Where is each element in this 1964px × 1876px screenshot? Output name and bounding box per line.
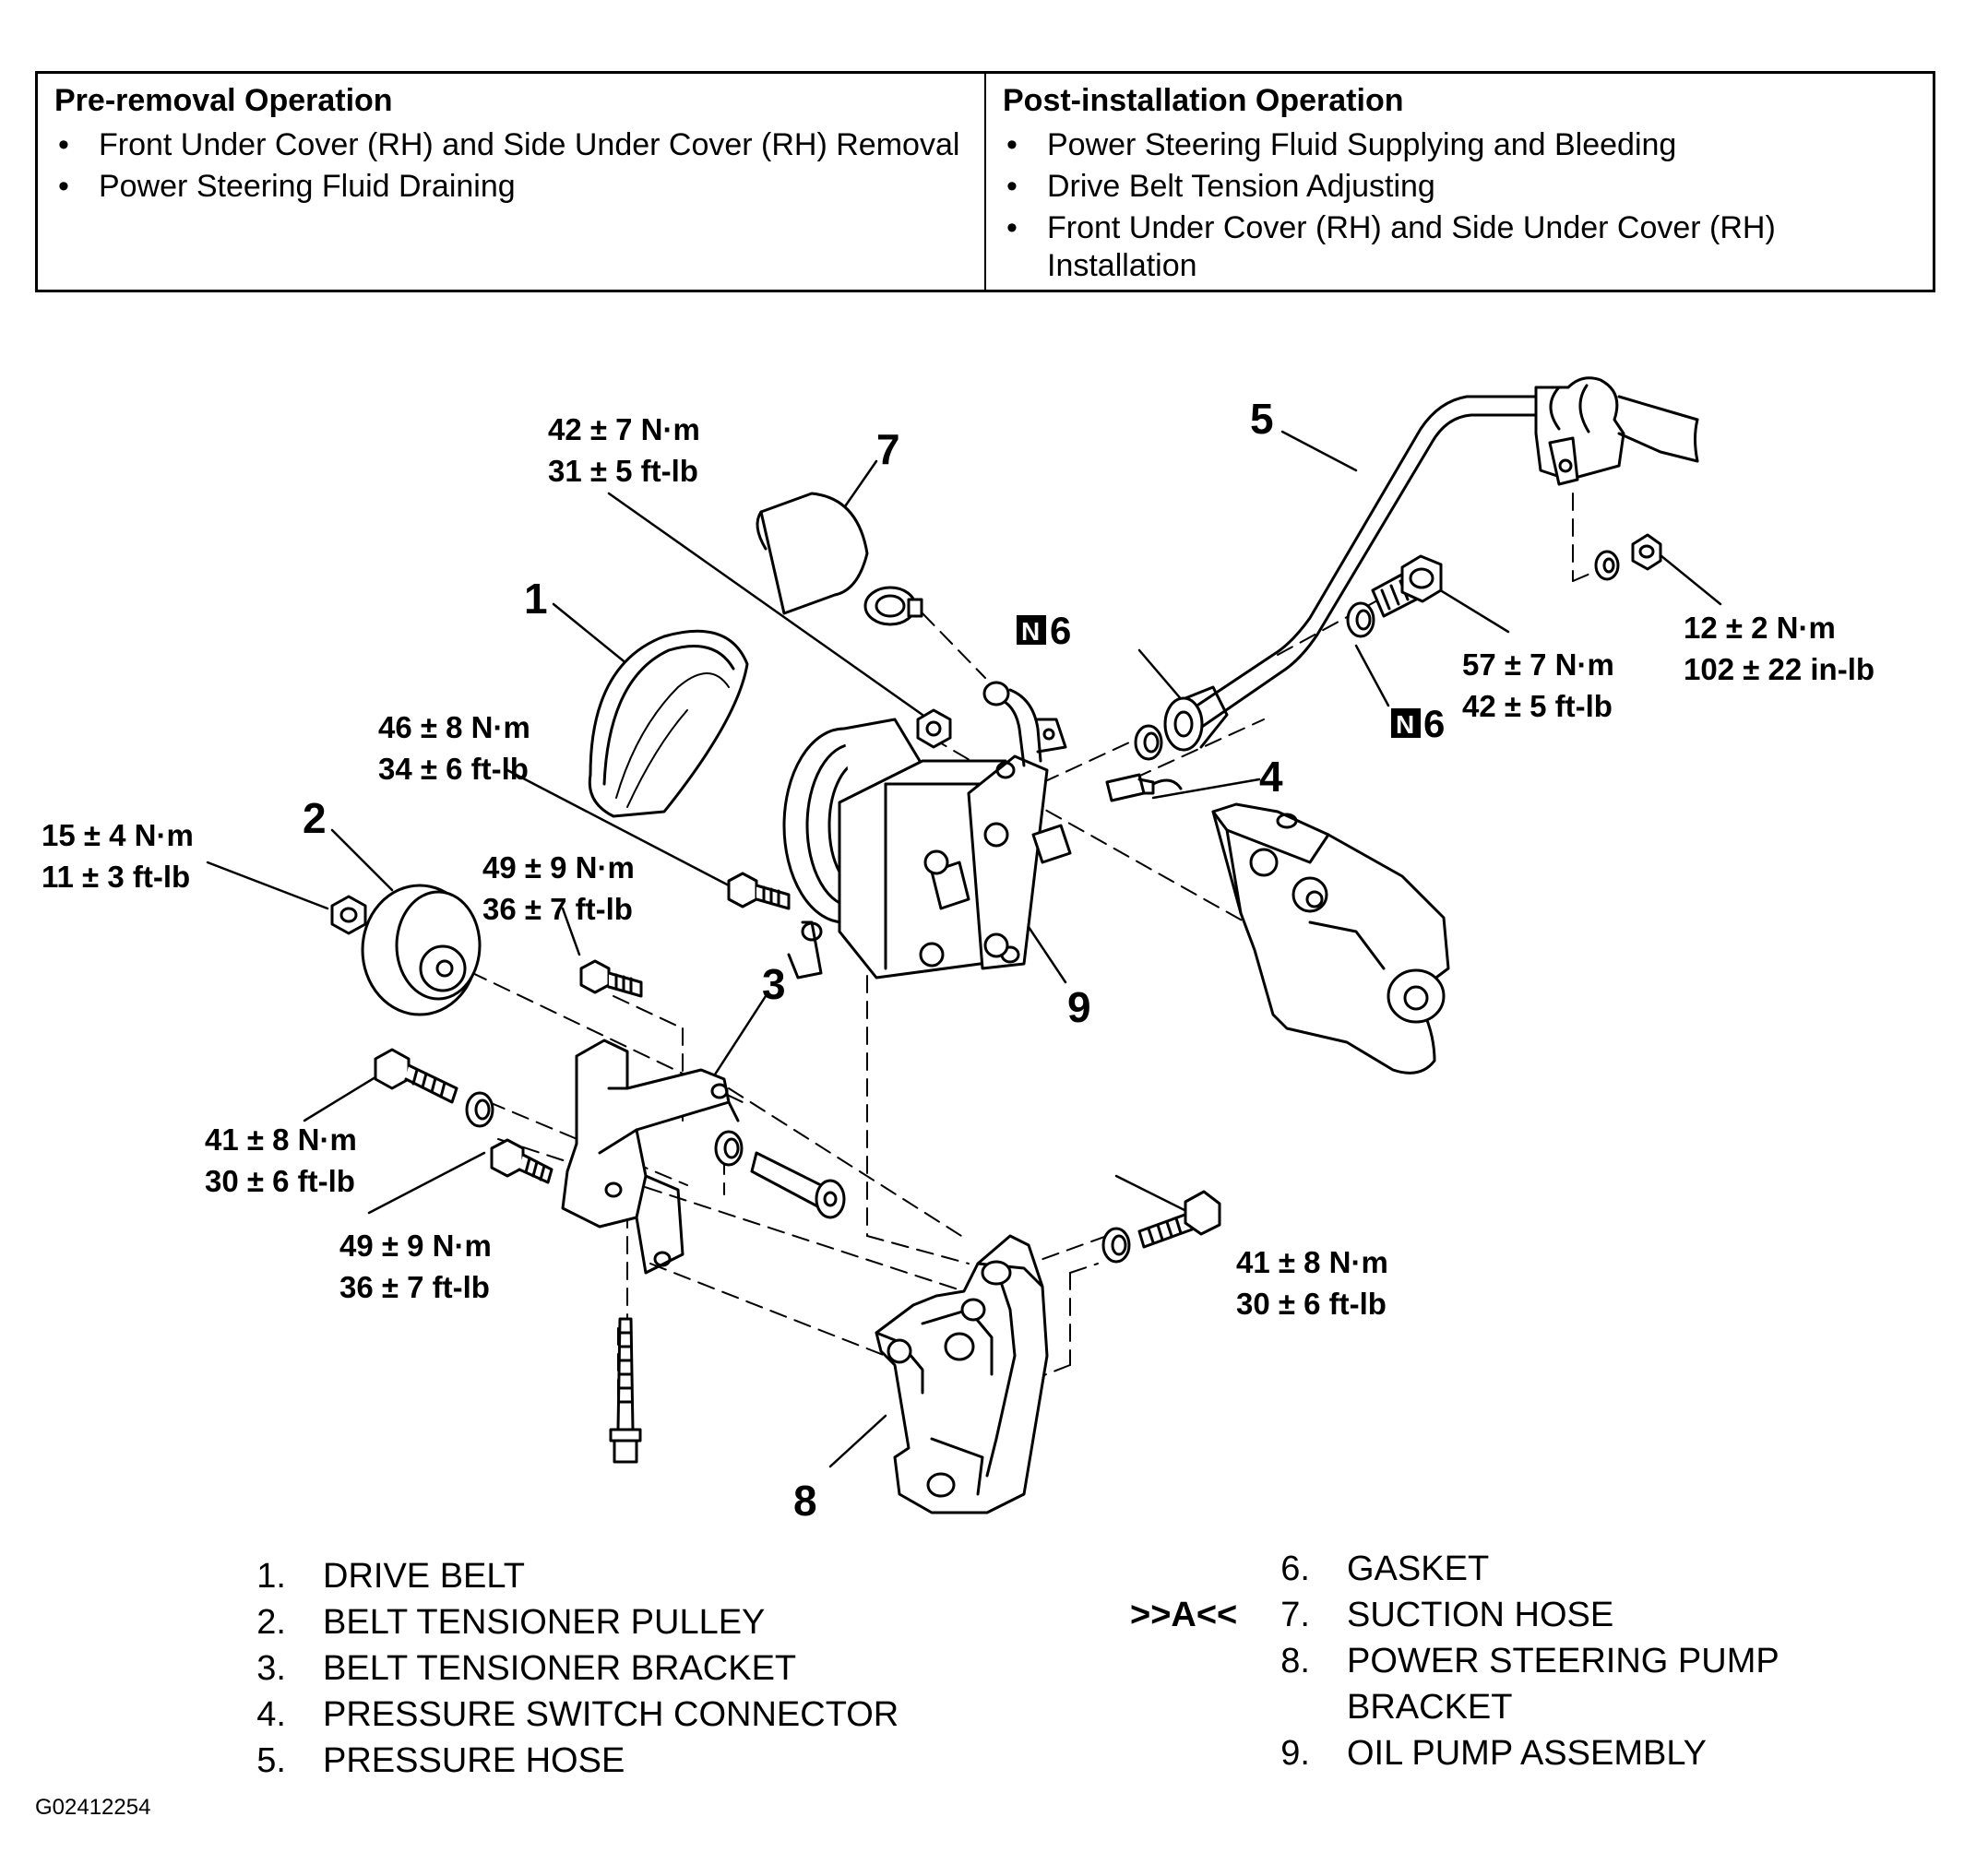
new-part-marker-upper: N 6 bbox=[1017, 609, 1071, 652]
svg-text:57 ± 7 N·m: 57 ± 7 N·m bbox=[1462, 647, 1614, 682]
figure-id: G02412254 bbox=[35, 1795, 151, 1820]
svg-text:36 ± 7 ft-lb: 36 ± 7 ft-lb bbox=[482, 892, 633, 926]
pre-removal-section: Pre-removal Operation Front Under Cover … bbox=[38, 74, 984, 290]
torque-spec-9: 12 ± 2 N·m 102 ± 22 in-lb bbox=[1684, 611, 1875, 686]
torque-spec-1: 42 ± 7 N·m 31 ± 5 ft-lb bbox=[548, 412, 700, 488]
svg-text:30 ± 6 ft-lb: 30 ± 6 ft-lb bbox=[1236, 1287, 1387, 1321]
parts-legend-left: 1.DRIVE BELT 2.BELT TENSIONER PULLEY 3.B… bbox=[221, 1557, 1052, 1787]
bracket-washer-mid bbox=[714, 1130, 744, 1167]
legend-item: >>A<<7.SUCTION HOSE bbox=[1130, 1596, 1614, 1634]
callout-3: 3 bbox=[762, 960, 786, 1008]
svg-text:46 ± 8 N·m: 46 ± 8 N·m bbox=[378, 710, 530, 744]
operations-table: Pre-removal Operation Front Under Cover … bbox=[35, 71, 1935, 292]
hose-washer-nut bbox=[1594, 533, 1662, 581]
legend-item: 9.OIL PUMP ASSEMBLY bbox=[1280, 1734, 1708, 1773]
gasket-pump-side bbox=[1134, 724, 1163, 761]
new-part-marker-lower: N 6 bbox=[1391, 702, 1445, 745]
tensioner-pivot-bolt bbox=[750, 1151, 846, 1219]
legend-item: 2.BELT TENSIONER PULLEY bbox=[256, 1603, 766, 1642]
callout-6-lower: 6 bbox=[1423, 702, 1445, 745]
legend-item: 6.GASKET bbox=[1280, 1549, 1490, 1588]
torque-spec-5: 41 ± 8 N·m 30 ± 6 ft-lb bbox=[205, 1122, 357, 1198]
svg-text:31 ± 5 ft-lb: 31 ± 5 ft-lb bbox=[548, 454, 698, 488]
torque-spec-8: 57 ± 7 N·m 42 ± 5 ft-lb bbox=[1462, 647, 1614, 723]
callout-6-upper: 6 bbox=[1050, 609, 1071, 652]
svg-text:41 ± 8 N·m: 41 ± 8 N·m bbox=[205, 1122, 357, 1157]
legend-item: 5.PRESSURE HOSE bbox=[256, 1741, 625, 1780]
belt-tensioner-bracket bbox=[561, 1039, 740, 1275]
pulley-nut bbox=[330, 895, 367, 935]
legend-item: 1.DRIVE BELT bbox=[256, 1557, 525, 1596]
post-installation-item: Power Steering Fluid Supplying and Bleed… bbox=[1003, 126, 1916, 164]
post-installation-title: Post-installation Operation bbox=[1003, 83, 1404, 118]
svg-text:11 ± 3 ft-lb: 11 ± 3 ft-lb bbox=[42, 860, 190, 894]
svg-text:30 ± 6 ft-lb: 30 ± 6 ft-lb bbox=[205, 1164, 355, 1198]
callout-9: 9 bbox=[1067, 983, 1091, 1031]
callout-7: 7 bbox=[876, 425, 900, 473]
svg-text:42 ± 5 ft-lb: 42 ± 5 ft-lb bbox=[1462, 689, 1613, 723]
bracket-washer-left bbox=[465, 1091, 494, 1128]
torque-spec-6: 49 ± 9 N·m 36 ± 7 ft-lb bbox=[339, 1229, 492, 1304]
bracket-bolt-lower bbox=[490, 1138, 553, 1184]
svg-text:34 ± 6 ft-lb: 34 ± 6 ft-lb bbox=[378, 752, 529, 786]
oil-pump-assembly bbox=[782, 718, 1072, 980]
eye-bolt bbox=[1371, 554, 1443, 618]
pump-bolt-lower bbox=[579, 959, 643, 998]
callout-8: 8 bbox=[793, 1477, 817, 1525]
post-installation-item: Drive Belt Tension Adjusting bbox=[1003, 168, 1916, 206]
new-part-symbol: N bbox=[1021, 617, 1040, 646]
callout-1: 1 bbox=[524, 575, 548, 623]
torque-spec-7: 41 ± 8 N·m 30 ± 6 ft-lb bbox=[1236, 1245, 1388, 1321]
torque-spec-4: 49 ± 9 N·m 36 ± 7 ft-lb bbox=[482, 850, 635, 926]
pump-nut bbox=[916, 708, 952, 749]
legend-item: 4.PRESSURE SWITCH CONNECTOR bbox=[256, 1695, 899, 1734]
hose-gasket-upper bbox=[1346, 601, 1375, 638]
parts-legend-right: 6.GASKET >>A<<7.SUCTION HOSE 8.POWER STE… bbox=[1130, 1549, 1891, 1780]
bracket-bolt-left bbox=[374, 1048, 458, 1104]
exploded-view-diagram: 7 1 2 3 9 4 5 8 N 6 N 6 42 ± 7 N·m 31 ± … bbox=[42, 376, 1875, 1525]
power-steering-pump-bracket bbox=[875, 1234, 1049, 1514]
hose-clamp bbox=[863, 586, 923, 626]
bracket-washer-right bbox=[1101, 1227, 1131, 1264]
legend-item: BRACKET bbox=[1347, 1688, 1513, 1727]
torque-spec-2: 46 ± 8 N·m 34 ± 6 ft-lb bbox=[378, 710, 530, 786]
long-bolt bbox=[609, 1317, 642, 1464]
post-installation-section: Post-installation Operation Power Steeri… bbox=[984, 74, 1933, 290]
post-installation-item: Front Under Cover (RH) and Side Under Co… bbox=[1003, 209, 1916, 285]
pump-bolt-upper bbox=[727, 872, 791, 910]
svg-text:102 ± 22 in-lb: 102 ± 22 in-lb bbox=[1684, 652, 1875, 686]
svg-text:12 ± 2 N·m: 12 ± 2 N·m bbox=[1684, 611, 1836, 645]
svg-text:49 ± 9 N·m: 49 ± 9 N·m bbox=[482, 850, 635, 885]
pre-removal-title: Pre-removal Operation bbox=[54, 83, 393, 118]
pre-removal-item: Front Under Cover (RH) and Side Under Co… bbox=[54, 126, 968, 164]
suction-pipe bbox=[982, 681, 1042, 767]
new-part-symbol: N bbox=[1396, 710, 1414, 739]
pressure-switch-connector bbox=[1105, 773, 1183, 802]
drive-belt bbox=[588, 629, 749, 818]
pre-removal-item: Power Steering Fluid Draining bbox=[54, 168, 968, 206]
bracket-bolt-right bbox=[1137, 1190, 1221, 1249]
svg-text:15 ± 4 N·m: 15 ± 4 N·m bbox=[42, 818, 194, 852]
suction-hose bbox=[756, 492, 869, 615]
svg-text:49 ± 9 N·m: 49 ± 9 N·m bbox=[339, 1229, 492, 1263]
legend-item: 8.POWER STEERING PUMP bbox=[1280, 1642, 1780, 1680]
svg-text:36 ± 7 ft-lb: 36 ± 7 ft-lb bbox=[339, 1270, 490, 1304]
callout-5: 5 bbox=[1250, 395, 1274, 443]
torque-spec-3: 15 ± 4 N·m 11 ± 3 ft-lb bbox=[42, 818, 194, 894]
svg-text:41 ± 8 N·m: 41 ± 8 N·m bbox=[1236, 1245, 1388, 1279]
pressure-hose bbox=[1163, 376, 1699, 752]
callout-4: 4 bbox=[1259, 753, 1283, 801]
belt-tensioner-pulley bbox=[361, 884, 482, 1016]
service-point-mark: >>A<< bbox=[1130, 1596, 1238, 1634]
callout-2: 2 bbox=[303, 794, 327, 842]
engine-mount-component bbox=[1211, 802, 1450, 1075]
svg-text:42 ± 7 N·m: 42 ± 7 N·m bbox=[548, 412, 700, 446]
legend-item: 3.BELT TENSIONER BRACKET bbox=[256, 1649, 797, 1688]
